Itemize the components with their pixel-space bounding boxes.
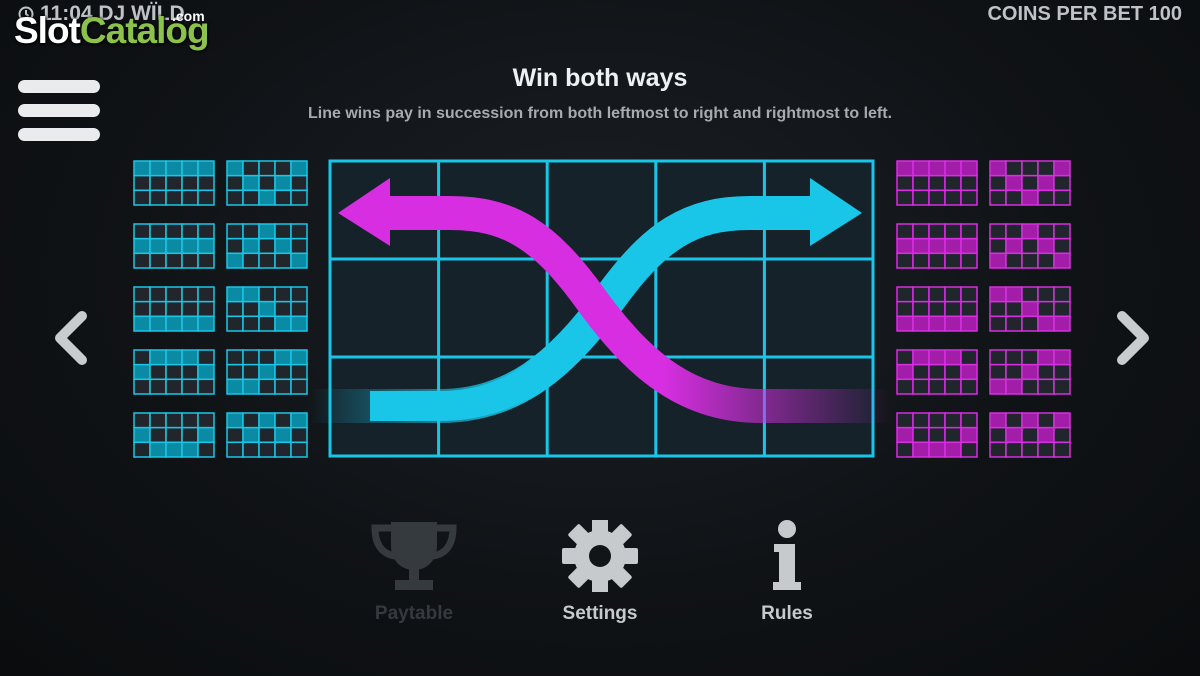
page-description: Line wins pay in succession from both le… <box>307 105 893 122</box>
chevron-right-icon <box>1117 311 1149 365</box>
mini-payline-left <box>226 223 308 269</box>
win-both-ways-diagram <box>310 159 890 458</box>
mini-payline-left <box>133 349 215 395</box>
mini-payline-right <box>896 286 978 332</box>
mini-payline-right <box>989 412 1071 458</box>
previous-page-button[interactable] <box>48 310 92 366</box>
arrow-right-to-left <box>338 178 890 423</box>
watermark-com: .com <box>172 8 205 24</box>
mini-payline-left <box>226 160 308 206</box>
chevron-left-icon <box>55 311 87 365</box>
gear-icon <box>562 518 638 594</box>
rules-label: Rules <box>761 603 813 624</box>
mini-payline-left <box>133 412 215 458</box>
mini-payline-right <box>989 349 1071 395</box>
mini-payline-left <box>226 349 308 395</box>
paytable-label: Paytable <box>374 603 454 624</box>
watermark-catalog: Catalog <box>79 10 210 51</box>
page-title: Win both ways <box>512 64 688 92</box>
mini-payline-right <box>896 412 978 458</box>
rules-button[interactable]: Rules <box>717 520 857 625</box>
mini-payline-left <box>133 223 215 269</box>
menu-button[interactable] <box>18 80 100 144</box>
watermark-slot: Slot <box>14 10 81 51</box>
mini-payline-right <box>896 223 978 269</box>
mini-payline-right <box>989 286 1071 332</box>
trophy-icon <box>371 522 457 590</box>
next-page-button[interactable] <box>1112 310 1156 366</box>
mini-payline-left <box>133 160 215 206</box>
paytable-button[interactable]: Paytable <box>344 520 484 625</box>
mini-payline-left <box>133 286 215 332</box>
info-icon <box>773 520 801 590</box>
mini-payline-right <box>896 349 978 395</box>
mini-payline-right <box>989 223 1071 269</box>
mini-payline-right <box>989 160 1071 206</box>
mini-payline-left <box>226 412 308 458</box>
coins-per-bet: COINS PER BET 100 <box>987 3 1182 25</box>
settings-label: Settings <box>562 603 638 624</box>
status-clock: 11:04 DJ WÏLD <box>18 2 185 26</box>
status-clock-text: 11:04 DJ WÏLD <box>40 2 185 25</box>
settings-button[interactable]: Settings <box>530 518 670 625</box>
watermark-logo: SlotCatalog .com <box>14 8 210 51</box>
mini-payline-left <box>226 286 308 332</box>
clock-icon <box>18 6 34 22</box>
mini-payline-right <box>896 160 978 206</box>
